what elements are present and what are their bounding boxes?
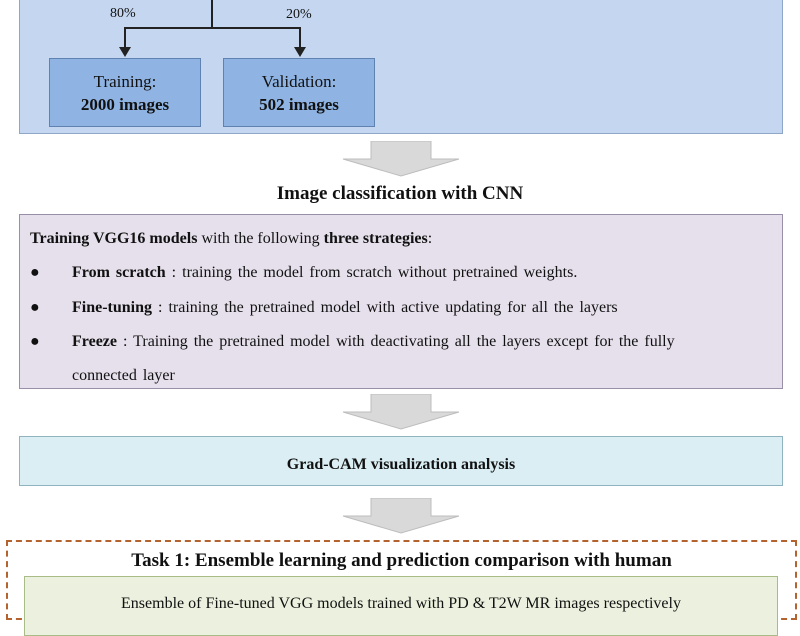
intro-end: : [427, 230, 433, 247]
split-stem-line [211, 0, 213, 28]
validation-percentage: 20% [286, 7, 312, 22]
validation-label: Validation: [261, 72, 337, 91]
training-count: 2000 images [80, 95, 170, 114]
vgg-strategies-panel: Training VGG16 models with the following… [19, 214, 783, 389]
classification-title: Image classification with CNN [276, 183, 524, 204]
bullet-icon: ● [30, 299, 40, 316]
bullet-icon: ● [30, 333, 40, 350]
strategy-fine-tuning: Fine-tuning : training the pretrained mo… [72, 299, 618, 317]
strategy-from-scratch: From scratch : training the model from s… [72, 264, 577, 282]
intro-bold2: three strategies [323, 230, 428, 247]
strategy-name: Freeze [72, 333, 117, 350]
validation-node: Validation: 502 images [223, 58, 375, 127]
split-right-line [299, 27, 301, 49]
flow-arrow-1 [342, 141, 460, 177]
task1-title: Task 1: Ensemble learning and prediction… [131, 550, 672, 571]
split-horizontal-line [124, 27, 301, 29]
training-node: Training: 2000 images [49, 58, 201, 127]
validation-count: 502 images [259, 95, 339, 114]
training-label: Training: [93, 72, 157, 91]
task1-body: Ensemble of Fine-tuned VGG models traine… [24, 576, 778, 636]
flow-arrow-3 [342, 498, 460, 534]
strategy-freeze: Freeze : Training the pretrained model w… [72, 333, 675, 351]
split-right-arrowhead [294, 47, 306, 57]
intro-mid: with the following [197, 230, 324, 247]
flow-arrow-2 [342, 394, 460, 430]
vgg-intro: Training VGG16 models with the following… [30, 230, 432, 248]
strategy-freeze-continued: connected layer [72, 367, 175, 384]
gradcam-panel: Grad-CAM visualization analysis [19, 436, 783, 486]
strategy-desc: : training the pretrained model with act… [152, 299, 618, 316]
intro-bold: Training VGG16 models [30, 230, 198, 247]
split-left-arrowhead [119, 47, 131, 57]
task1-panel: Task 1: Ensemble learning and prediction… [6, 540, 797, 636]
strategy-name: Fine-tuning [72, 299, 153, 316]
split-left-line [124, 27, 126, 49]
strategy-name: From scratch [72, 264, 166, 281]
strategy-desc: : Training the pretrained model with dea… [117, 333, 675, 350]
strategy-desc: : training the model from scratch withou… [165, 264, 578, 281]
train-percentage: 80% [110, 6, 136, 21]
bullet-icon: ● [30, 264, 40, 281]
